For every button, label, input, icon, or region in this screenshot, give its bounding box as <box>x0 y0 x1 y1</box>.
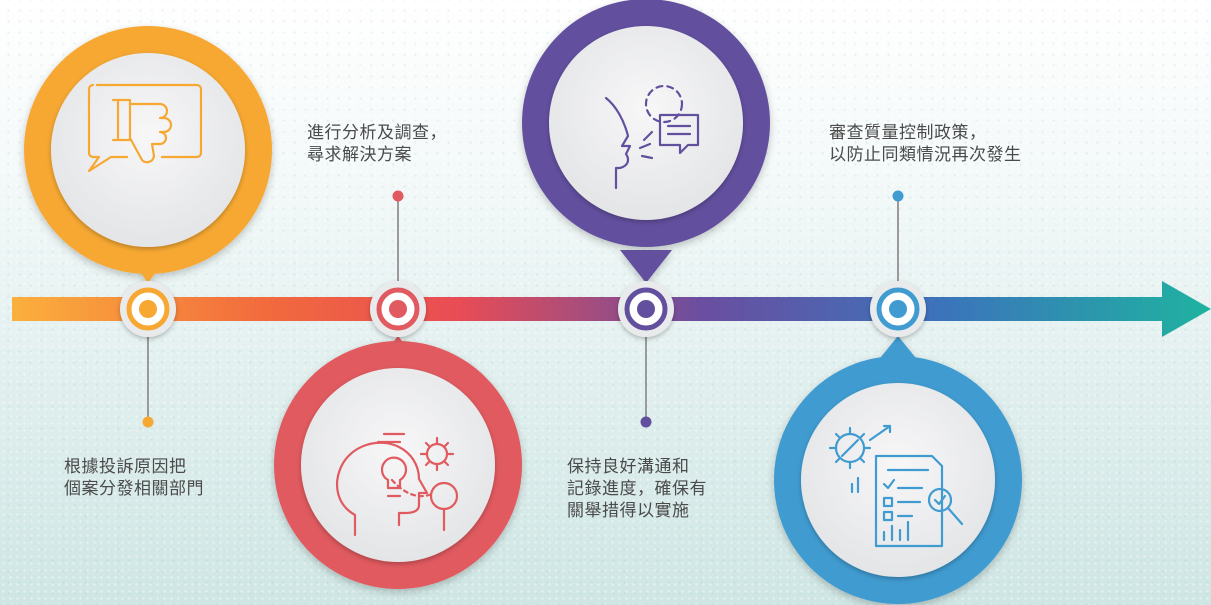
head-speech-bubbles-icon <box>604 84 700 190</box>
step-4-line-2: 以防止同類情況再次發生 <box>829 145 1022 165</box>
connector-step-2 <box>392 190 404 282</box>
connector-step-1 <box>142 336 154 428</box>
step-3-line-2: 記錄進度，確保有 <box>567 479 707 499</box>
step-2-text: 進行分析及調查， 尋求解決方案 <box>307 122 447 166</box>
connector-dot-step-1 <box>142 416 154 428</box>
step-2-line-2: 尋求解決方案 <box>307 145 412 165</box>
gear-report-magnifier-icon <box>828 424 964 548</box>
connector-step-4 <box>892 190 904 282</box>
timeline-node-2 <box>370 281 426 337</box>
step-3-line-3: 關舉措得以實施 <box>567 501 690 521</box>
timeline-arrow <box>12 281 1211 337</box>
step-1-text: 根據投訴原因把 個案分發相關部門 <box>64 456 204 500</box>
step-2-line-1: 進行分析及調查， <box>307 123 447 143</box>
step-4-text: 審查質量控制政策， 以防止同類情況再次發生 <box>829 122 1022 166</box>
step-1-line-2: 個案分發相關部門 <box>64 479 204 499</box>
step-4-line-1: 審查質量控制政策， <box>829 123 987 143</box>
connector-dot-step-3 <box>640 416 652 428</box>
step-3-line-1: 保持良好溝通和 <box>567 457 690 477</box>
connector-step-3 <box>640 336 652 428</box>
thumbs-down-speech-icon <box>87 83 203 173</box>
head-lightbulb-magnifier-icon <box>336 432 459 537</box>
connector-dot-step-2 <box>392 190 404 202</box>
step-1-line-1: 根據投訴原因把 <box>64 457 187 477</box>
connector-dot-step-4 <box>892 190 904 202</box>
timeline-node-4 <box>870 281 926 337</box>
timeline-node-1 <box>120 281 176 337</box>
timeline-node-3 <box>618 281 674 337</box>
step-3-text: 保持良好溝通和 記錄進度，確保有 關舉措得以實施 <box>567 456 707 522</box>
